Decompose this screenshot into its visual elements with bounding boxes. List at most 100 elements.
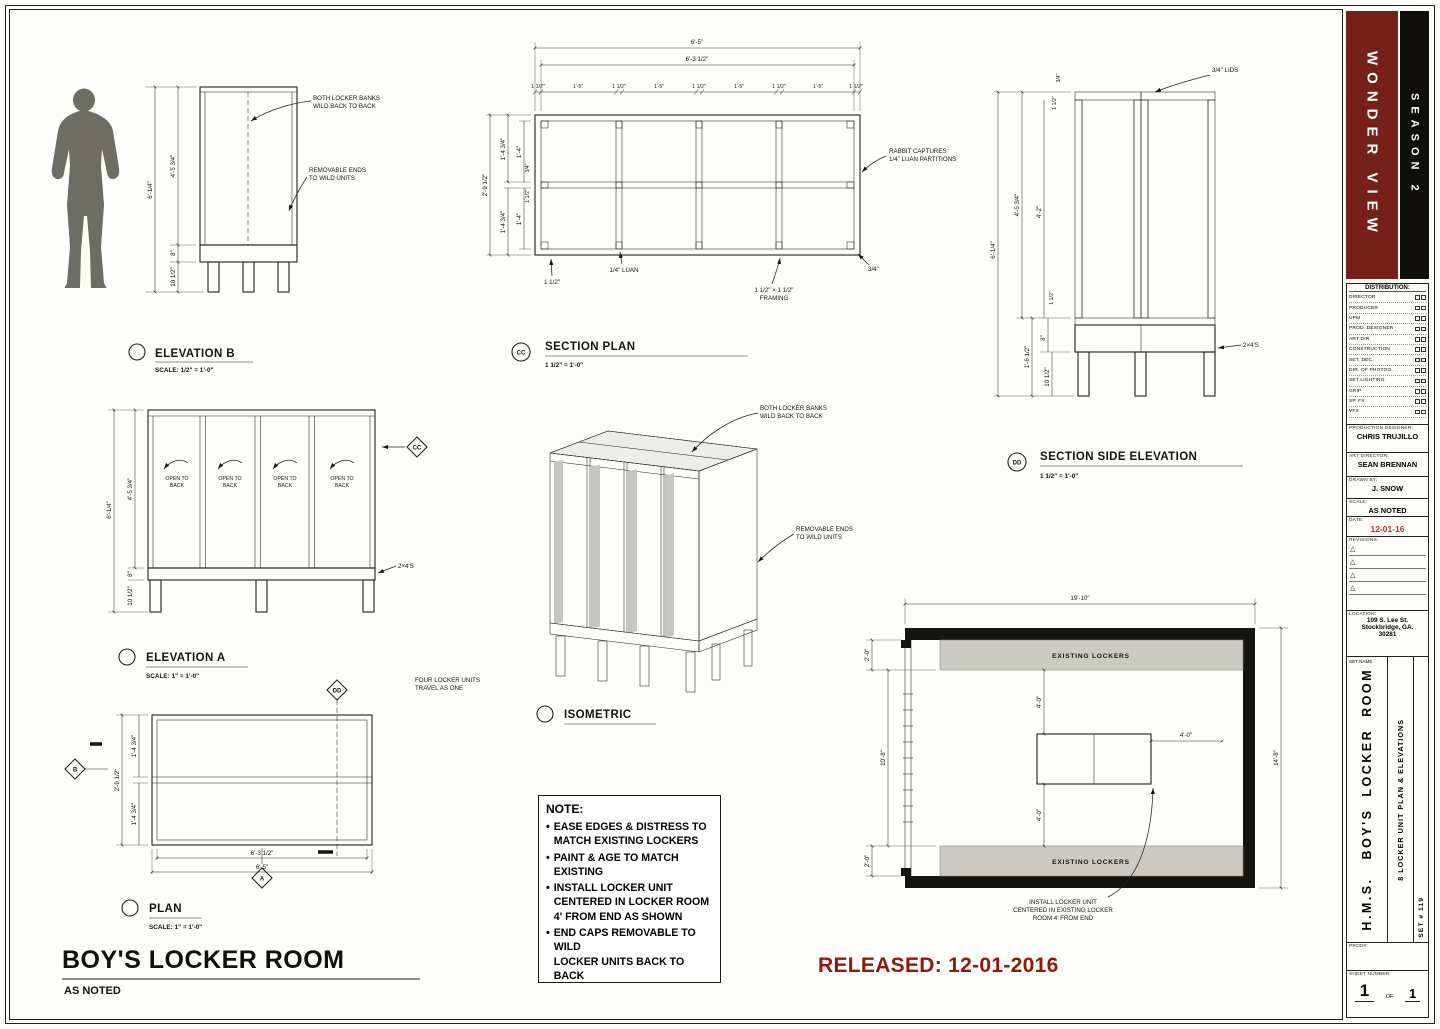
set-name-column: H.M.S. BOY'S LOCKER ROOM (1347, 657, 1387, 942)
location-line: 109 S. Lee St. (1366, 617, 1409, 624)
field-label: DATE: (1349, 518, 1364, 523)
role-label: PRODUCER (1349, 305, 1379, 311)
checkbox[interactable] (1415, 368, 1420, 373)
dim-label: 1 1/2" (772, 84, 786, 90)
callout-text: BOTH LOCKER BANKS (760, 405, 827, 412)
field-label: PRODUCTION DESIGNER: (1349, 426, 1413, 431)
checkbox[interactable] (1415, 295, 1420, 300)
checkbox[interactable] (1421, 336, 1426, 342)
checkbox[interactable] (1421, 326, 1426, 332)
checkbox[interactable] (1415, 357, 1420, 363)
checkbox[interactable] (1421, 368, 1426, 373)
field-value: CHRIS TRUJILLO (1356, 432, 1419, 441)
location-line: Stockbridge, GA. (1361, 624, 1414, 631)
role-label: ART DIR. (1349, 336, 1371, 342)
dim-label: 1'-5" (734, 84, 744, 90)
view-title: ISOMETRIC (564, 709, 632, 721)
open-to-back-label: BACK (223, 483, 238, 489)
section-marker: DD (1013, 461, 1022, 467)
dim-label: 10'-8" (880, 750, 887, 766)
dim-label: 1'-5" (654, 84, 664, 90)
dim-label: 6'-3 1/2" (251, 850, 274, 857)
callout-text: RABBIT CAPTURES (889, 148, 947, 155)
field-label: DRAWN BY: (1349, 478, 1378, 483)
section-marker: CC (517, 351, 526, 357)
dim-label: 1 1/2" (849, 84, 863, 90)
callout-text: ROOM 4' FROM END (1033, 915, 1094, 922)
dim-label: 1'-4 3/4" (131, 803, 138, 826)
callout-text: 1/4" LUAN PARTITIONS (889, 156, 956, 163)
checkbox[interactable] (1421, 399, 1426, 404)
role-label: SP. FX (1349, 399, 1365, 405)
sheet-description-column: 8 LOCKER UNIT PLAN & ELEVATIONS (1387, 657, 1413, 942)
callout-text: 1 1/2" (544, 279, 560, 286)
distribution-row: SP. FX (1349, 397, 1426, 408)
dim-label: 10 1/2" (1044, 367, 1051, 386)
open-to-back-label: OPEN TO (165, 476, 188, 482)
checkbox[interactable] (1421, 388, 1426, 394)
sheet-number-section: SHEET NUMBER: 1 OF 1 (1346, 971, 1429, 1018)
checkbox[interactable] (1415, 316, 1420, 321)
checkbox[interactable] (1421, 409, 1426, 415)
distribution-row: CONSTRUCTION (1349, 345, 1426, 356)
dim-label: 2'-0" (864, 649, 871, 661)
dim-label: 1 1/2" (612, 84, 626, 90)
scale-field: SCALE: AS NOTED (1346, 499, 1429, 517)
date-value: 12-01-16 (1370, 524, 1405, 534)
location-field: LOCATION: 109 S. Lee St. Stockbridge, GA… (1346, 611, 1429, 657)
revision-row: △ (1349, 556, 1426, 569)
dim-label: 6'-1/4" (106, 501, 113, 518)
checkbox[interactable] (1415, 326, 1420, 332)
field-value: SEAN BRENNAN (1357, 460, 1418, 469)
view-title: PLAN (149, 903, 182, 915)
section-side-elevation-view: 6'-1/4" 4'-5 3/4" 4'-2" 3/4" 1 1/2" 1 1/… (990, 67, 1259, 480)
field-label: ART DIRECTOR: (1349, 454, 1389, 459)
dim-label: 10 1/2" (170, 267, 177, 286)
checkbox[interactable] (1421, 378, 1426, 384)
callout-text: BOTH LOCKER BANKS (313, 95, 380, 102)
revision-row: △ (1349, 543, 1426, 556)
checkbox[interactable] (1415, 347, 1420, 352)
dim-label: 1'-4" (516, 213, 523, 225)
distribution-row: SET LIGHTING (1349, 376, 1426, 387)
dim-label: 4'-2" (1036, 206, 1043, 218)
dim-label: 1'-5" (813, 84, 823, 90)
checkbox[interactable] (1415, 378, 1420, 384)
sheet-total-number: 1 (1404, 986, 1421, 1002)
revision-triangle-icon: △ (1350, 546, 1356, 553)
dim-label: 4'-0" (1180, 732, 1192, 739)
sheet-description: 8 LOCKER UNIT PLAN & ELEVATIONS (1396, 718, 1405, 881)
elevation-a-view: OPEN TO BACK OPEN TO BACK OPEN TO BACK O… (106, 408, 428, 680)
dim-label: 6'-5" (691, 39, 703, 46)
field-label: SET NAME: (1349, 659, 1374, 664)
open-to-back-label: OPEN TO (273, 476, 296, 482)
distribution-row: UPM (1349, 314, 1426, 325)
checkbox[interactable] (1415, 336, 1420, 342)
location-line: 30281 (1378, 631, 1397, 638)
checkbox[interactable] (1421, 295, 1426, 300)
distribution-row: VFX (1349, 407, 1426, 418)
checkbox[interactable] (1415, 388, 1420, 394)
callout-text: INSTALL LOCKER UNIT (1029, 899, 1097, 906)
checkbox[interactable] (1421, 357, 1426, 363)
checkbox[interactable] (1415, 409, 1420, 415)
field-value: AS NOTED (1368, 506, 1407, 515)
open-to-back-label: OPEN TO (218, 476, 241, 482)
dim-label: 1'-4 3/4" (500, 211, 507, 234)
checkbox[interactable] (1415, 305, 1420, 311)
revision-row: △ (1349, 569, 1426, 582)
show-title: WONDER VIEW (1363, 51, 1381, 239)
checkbox[interactable] (1421, 347, 1426, 352)
art-director-field: ART DIRECTOR: SEAN BRENNAN (1346, 453, 1429, 477)
checkbox[interactable] (1421, 305, 1426, 311)
revision-triangle-icon: △ (1350, 572, 1356, 579)
note-text: END CAPS REMOVABLE TO WILD LOCKER UNITS … (553, 927, 696, 982)
view-scale: 1 1/2" = 1'-0" (545, 362, 583, 369)
travel-note: FOUR LOCKER UNITS (415, 677, 480, 684)
drawn-by-field: DRAWN BY: J. SNOW (1346, 477, 1429, 499)
checkbox[interactable] (1421, 316, 1426, 321)
checkbox[interactable] (1415, 399, 1420, 404)
role-label: SET LIGHTING (1349, 378, 1385, 384)
